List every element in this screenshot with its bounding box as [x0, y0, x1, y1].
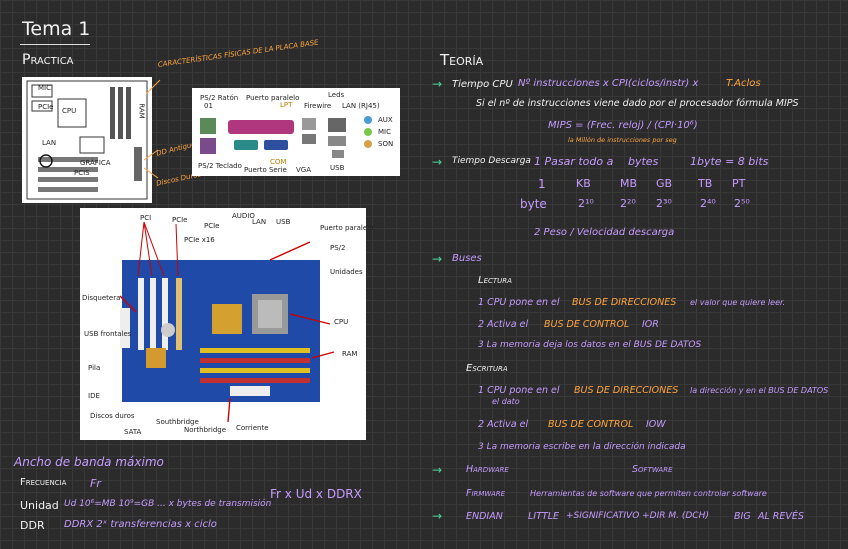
- ddr-value: DDRX 2ˣ transferencias x ciclo: [64, 519, 217, 530]
- unit-mb: MB: [620, 177, 638, 190]
- byte-equals: 1byte = 8 bits: [690, 155, 769, 168]
- pasar-a: 1 Pasar todo a: [534, 155, 614, 168]
- power-tb: 2⁴⁰: [700, 197, 716, 210]
- lectura-step1-c: el valor que quiere leer.: [690, 298, 786, 307]
- mips-note: Si el nº de instrucciones viene dado por…: [476, 98, 799, 109]
- arrow-icon: →: [432, 77, 443, 91]
- mips-formula: MIPS = (Frec. reloj) / (CPI·10⁶): [548, 120, 698, 131]
- hardware-label: Hardware: [466, 464, 509, 475]
- arrow-icon: →: [432, 252, 443, 266]
- buses-heading: Buses: [452, 253, 482, 264]
- unidad-value: Ud 10⁶=MB 10⁹=GB ... x bytes de transmis…: [64, 499, 272, 509]
- peso-velocidad: 2 Peso / Velocidad descarga: [534, 227, 675, 238]
- unit-gb: GB: [656, 177, 673, 190]
- firmware-definition: Herramientas de software que permiten co…: [530, 489, 767, 498]
- little-definition: +SIGNIFICATIVO +DIR M. (DCH): [566, 511, 709, 521]
- escritura-step1-a: 1 CPU pone en el: [478, 385, 560, 396]
- frecuencia-value: Fr: [90, 477, 101, 490]
- lectura-step3: 3 La memoria deja los datos en el BUS DE…: [478, 340, 702, 350]
- power-mb: 2²⁰: [620, 197, 636, 210]
- page-title: Tema 1: [22, 18, 91, 40]
- arrow-icon: →: [432, 155, 443, 169]
- lectura-step2-c: IOR: [642, 319, 659, 330]
- lectura-step2-b: BUS DE CONTROL: [544, 319, 630, 330]
- ddr-label: DDR: [20, 519, 45, 532]
- escritura-step2-a: 2 Activa el: [478, 419, 529, 430]
- big-definition: AL REVÉS: [758, 511, 804, 522]
- frecuencia-label: Frecuencia: [20, 477, 67, 488]
- byte-label: byte: [520, 197, 547, 211]
- callout-arrows: [143, 79, 161, 179]
- tiempo-descarga-label: Tiempo Descarga: [452, 156, 531, 166]
- software-label: Software: [632, 464, 673, 475]
- lectura-heading: Lectura: [478, 275, 512, 286]
- unit-tb: TB: [698, 177, 713, 190]
- ancho-heading: Ancho de banda máximo: [14, 455, 164, 469]
- bytes-word: bytes: [628, 155, 659, 168]
- back-panel-diagram: PS/2 Ratón 01 Puerto paralelo LPT Firewi…: [192, 88, 400, 176]
- power-gb: 2³⁰: [656, 197, 672, 210]
- unit-pt: PT: [732, 177, 746, 190]
- unit-1: 1: [538, 177, 546, 191]
- escritura-step3: 3 La memoria escribe en la dirección ind…: [478, 442, 686, 452]
- lectura-step2-a: 2 Activa el: [478, 319, 529, 330]
- escritura-step1-c: la dirección y en el BUS DE DATOS: [690, 386, 829, 395]
- escritura-step2-b: BUS DE CONTROL: [548, 419, 634, 430]
- tiempo-cpu-formula: Nº instrucciones x CPI(ciclos/instr) x: [518, 78, 699, 89]
- unit-kb: KB: [576, 177, 591, 190]
- firmware-label: Firmware: [466, 488, 506, 499]
- power-pt: 2⁵⁰: [734, 197, 750, 210]
- mips-subnote: la Millón de instrucciones por seg: [568, 136, 677, 144]
- lectura-step1-a: 1 CPU pone en el: [478, 297, 560, 308]
- escritura-step2-c: IOW: [646, 419, 666, 430]
- motherboard-photo: PCI PCIe PCIe PCIe x16 AUDIO LAN USB Pue…: [80, 208, 373, 440]
- title-underline: [20, 44, 90, 45]
- practica-heading: Practica: [22, 52, 74, 68]
- escritura-step1-d: el dato: [492, 397, 520, 406]
- endian-label: ENDIAN: [466, 511, 503, 522]
- bandwidth-formula: Fr x Ud x DDRX: [270, 487, 362, 501]
- tiempo-cpu-label: Tiempo CPU: [452, 79, 513, 90]
- arrow-icon: →: [432, 509, 443, 523]
- little-label: LITTLE: [528, 511, 559, 522]
- tiempo-cpu-tciclos: T.Aclos: [726, 78, 761, 89]
- lectura-step1-b: BUS DE DIRECCIONES: [572, 297, 677, 308]
- motherboard-schematic: MIC PCIe CPU RAM LAN GRÁFICA PCIS: [22, 77, 152, 203]
- power-kb: 2¹⁰: [578, 197, 594, 210]
- arrow-icon: →: [432, 463, 443, 477]
- escritura-heading: Escritura: [466, 363, 508, 374]
- big-label: BIG: [734, 511, 751, 522]
- escritura-step1-b: BUS DE DIRECCIONES: [574, 385, 679, 396]
- teoria-heading: Teoría: [440, 51, 484, 69]
- unidad-label: Unidad: [20, 499, 59, 512]
